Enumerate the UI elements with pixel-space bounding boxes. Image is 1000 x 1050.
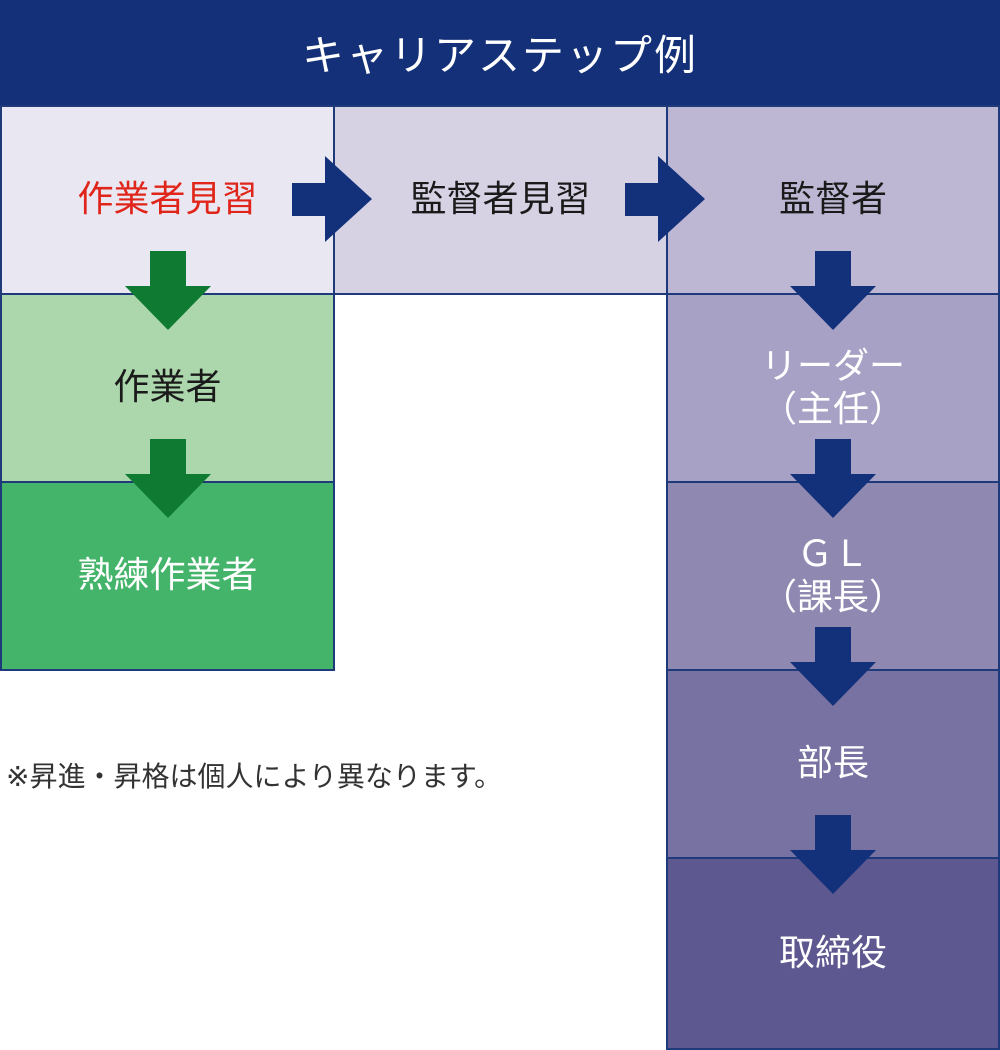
step-supervisor-label: 監督者 (778, 179, 887, 221)
step-leader: リーダー （主任） (666, 293, 1000, 483)
step-trainee-worker: 作業者見習 (0, 105, 335, 295)
footnote: ※昇進・昇格は個人により異なります。 (6, 760, 503, 793)
step-worker: 作業者 (0, 293, 335, 483)
step-trainee-worker-label: 作業者見習 (77, 179, 258, 221)
step-manager: 部長 (666, 669, 1000, 859)
step-director-label: 取締役 (778, 932, 887, 974)
step-gl-sublabel: （課長） (760, 577, 905, 618)
step-worker-label: 作業者 (113, 367, 222, 409)
page-title: キャリアステップ例 (0, 0, 1000, 105)
step-skilled-worker-label: 熟練作業者 (77, 555, 258, 597)
step-leader-sublabel: （主任） (760, 389, 905, 430)
step-leader-label: リーダー (760, 345, 905, 387)
step-supervisor: 監督者 (666, 105, 1000, 295)
step-gl: ＧＬ （課長） (666, 481, 1000, 671)
step-gl-label: ＧＬ (796, 533, 869, 575)
step-trainee-supervisor-label: 監督者見習 (410, 179, 591, 221)
step-trainee-supervisor: 監督者見習 (333, 105, 668, 295)
step-skilled-worker: 熟練作業者 (0, 481, 335, 671)
step-manager-label: 部長 (796, 743, 869, 785)
step-director: 取締役 (666, 857, 1000, 1050)
